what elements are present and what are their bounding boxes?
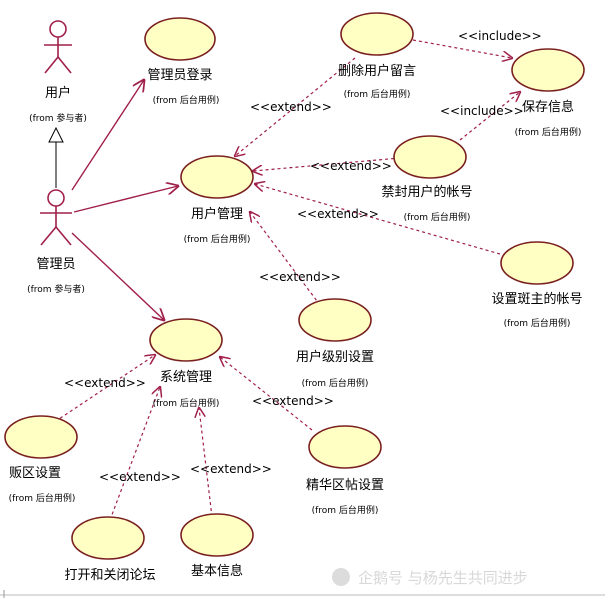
use-case-label: 设置斑主的帐号 bbox=[491, 291, 582, 307]
assoc-admin-sys-mgmt bbox=[71, 232, 164, 320]
use-case-label: 打开和关闭论坛 bbox=[64, 568, 155, 583]
stereo-extend-1: <<extend>> bbox=[250, 100, 332, 114]
actor-user-from: (from 参与者) bbox=[29, 112, 87, 124]
stereo-include-2: <<include>> bbox=[440, 104, 524, 118]
generalization-admin-user bbox=[48, 126, 64, 188]
use-case-label: 保存信息 bbox=[522, 99, 574, 115]
assoc-admin-login bbox=[71, 80, 144, 191]
use-case-label: 贩区设置 bbox=[9, 466, 61, 481]
use-case-label: 管理员登录 bbox=[147, 68, 212, 83]
watermark-logo-icon bbox=[332, 568, 350, 586]
actor-admin-name: 管理员 bbox=[36, 257, 75, 272]
use-case-sys-mgmt[interactable]: 系统管理 (from 后台用例) bbox=[149, 318, 223, 409]
use-case-save-info[interactable]: 保存信息 (from 后台用例) bbox=[511, 48, 585, 138]
stereo-include-1: <<include>> bbox=[458, 29, 542, 43]
stereo-extend-6: <<extend>> bbox=[252, 394, 334, 408]
dep-basic-extend bbox=[199, 408, 213, 518]
use-case-from: (from 后台用例) bbox=[504, 317, 571, 329]
stereo-extend-8: <<extend>> bbox=[190, 462, 272, 476]
use-case-forum-toggle[interactable]: 打开和关闭论坛 bbox=[64, 516, 156, 583]
use-case-from: (from 后台用例) bbox=[515, 126, 582, 138]
use-case-label: 系统管理 bbox=[160, 370, 212, 385]
use-case-from: (from 后台用例) bbox=[404, 211, 471, 223]
use-case-label: 用户管理 bbox=[191, 206, 243, 222]
actor-admin[interactable]: 管理员 (from 参与者) bbox=[27, 189, 85, 295]
use-case-from: (from 后台用例) bbox=[302, 377, 369, 389]
use-case-from: (from 后台用例) bbox=[312, 504, 379, 516]
assoc-admin-user-mgmt bbox=[73, 186, 178, 213]
dep-essence-extend bbox=[220, 357, 313, 431]
use-case-user-level[interactable]: 用户级别设置 (from 后台用例) bbox=[296, 298, 374, 389]
actor-admin-from: (from 参与者) bbox=[27, 283, 85, 295]
use-case-from: (from 后台用例) bbox=[9, 492, 76, 504]
use-case-label: 禁封用户的帐号 bbox=[381, 184, 472, 200]
stereo-extend-7: <<extend>> bbox=[99, 470, 181, 484]
dep-delete-extend bbox=[235, 57, 356, 156]
stereo-extend-5: <<extend>> bbox=[64, 376, 146, 390]
use-case-label: 用户级别设置 bbox=[296, 349, 374, 365]
use-case-label: 精华区帖设置 bbox=[306, 478, 384, 493]
use-case-from: (from 后台用例) bbox=[184, 233, 251, 245]
dep-delete-include bbox=[412, 39, 512, 58]
use-case-basic-info[interactable]: 基本信息 bbox=[180, 513, 254, 579]
stereo-extend-4: <<extend>> bbox=[259, 270, 341, 284]
watermark: 企鹅号 与杨先生共同进步 bbox=[332, 568, 528, 587]
use-case-set-moderator[interactable]: 设置斑主的帐号 (from 后台用例) bbox=[491, 241, 583, 329]
dep-ban-include bbox=[459, 92, 520, 141]
use-case-delete-msg[interactable]: 删除用户留言 (from 后台用例) bbox=[338, 12, 416, 100]
dep-ban-extend bbox=[253, 157, 401, 171]
use-case-from: (from 后台用例) bbox=[344, 88, 411, 100]
stereo-extend-3: <<extend>> bbox=[297, 207, 379, 221]
use-case-ban-account[interactable]: 禁封用户的帐号 (from 后台用例) bbox=[381, 135, 473, 223]
dep-board-extend bbox=[49, 355, 155, 426]
actor-user[interactable]: 用户 (from 参与者) bbox=[29, 20, 87, 124]
use-case-from: (from 后台用例) bbox=[153, 397, 220, 409]
dep-level-extend bbox=[250, 212, 321, 306]
actor-user-name: 用户 bbox=[45, 85, 71, 101]
use-case-essence-setup[interactable]: 精华区帖设置 (from 后台用例) bbox=[306, 425, 384, 516]
watermark-text: 企鹅号 与杨先生共同进步 bbox=[358, 569, 528, 587]
use-case-from: (from 后台用例) bbox=[153, 94, 220, 106]
use-case-label: 基本信息 bbox=[191, 563, 243, 579]
use-case-admin-login[interactable]: 管理员登录 (from 后台用例) bbox=[144, 17, 220, 106]
use-case-board-setup[interactable]: 贩区设置 (from 后台用例) bbox=[4, 415, 78, 504]
use-case-user-mgmt[interactable]: 用户管理 (from 后台用例) bbox=[180, 155, 254, 245]
dep-moderator-extend bbox=[255, 184, 501, 255]
stereo-extend-2: <<extend>> bbox=[310, 159, 392, 173]
use-case-label: 删除用户留言 bbox=[338, 63, 416, 79]
